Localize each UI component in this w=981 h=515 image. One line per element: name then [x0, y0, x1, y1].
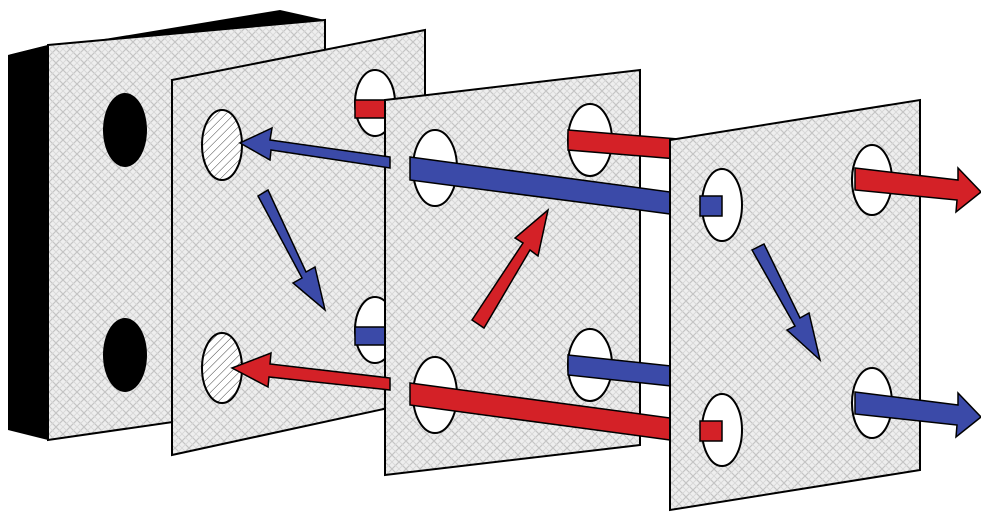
plate-3: [669, 98, 921, 512]
hot-diagonal-arrow-plate-2: [470, 207, 550, 330]
cold-diagonal-arrow-plate-3: [750, 242, 822, 363]
plate-1: [171, 28, 426, 457]
plate-1-port-top-left: [201, 109, 243, 181]
cold-inlet-arrow: [238, 126, 391, 169]
frame-port-top: [103, 93, 147, 167]
frame-port-bottom: [103, 318, 147, 392]
hot-outlet-arrow: [854, 166, 981, 214]
cold-outlet-arrow: [854, 391, 981, 439]
flow-arrows: [230, 126, 981, 439]
hot-inlet-arrow: [230, 351, 391, 391]
cold-diagonal-arrow-plate-1: [257, 188, 327, 313]
